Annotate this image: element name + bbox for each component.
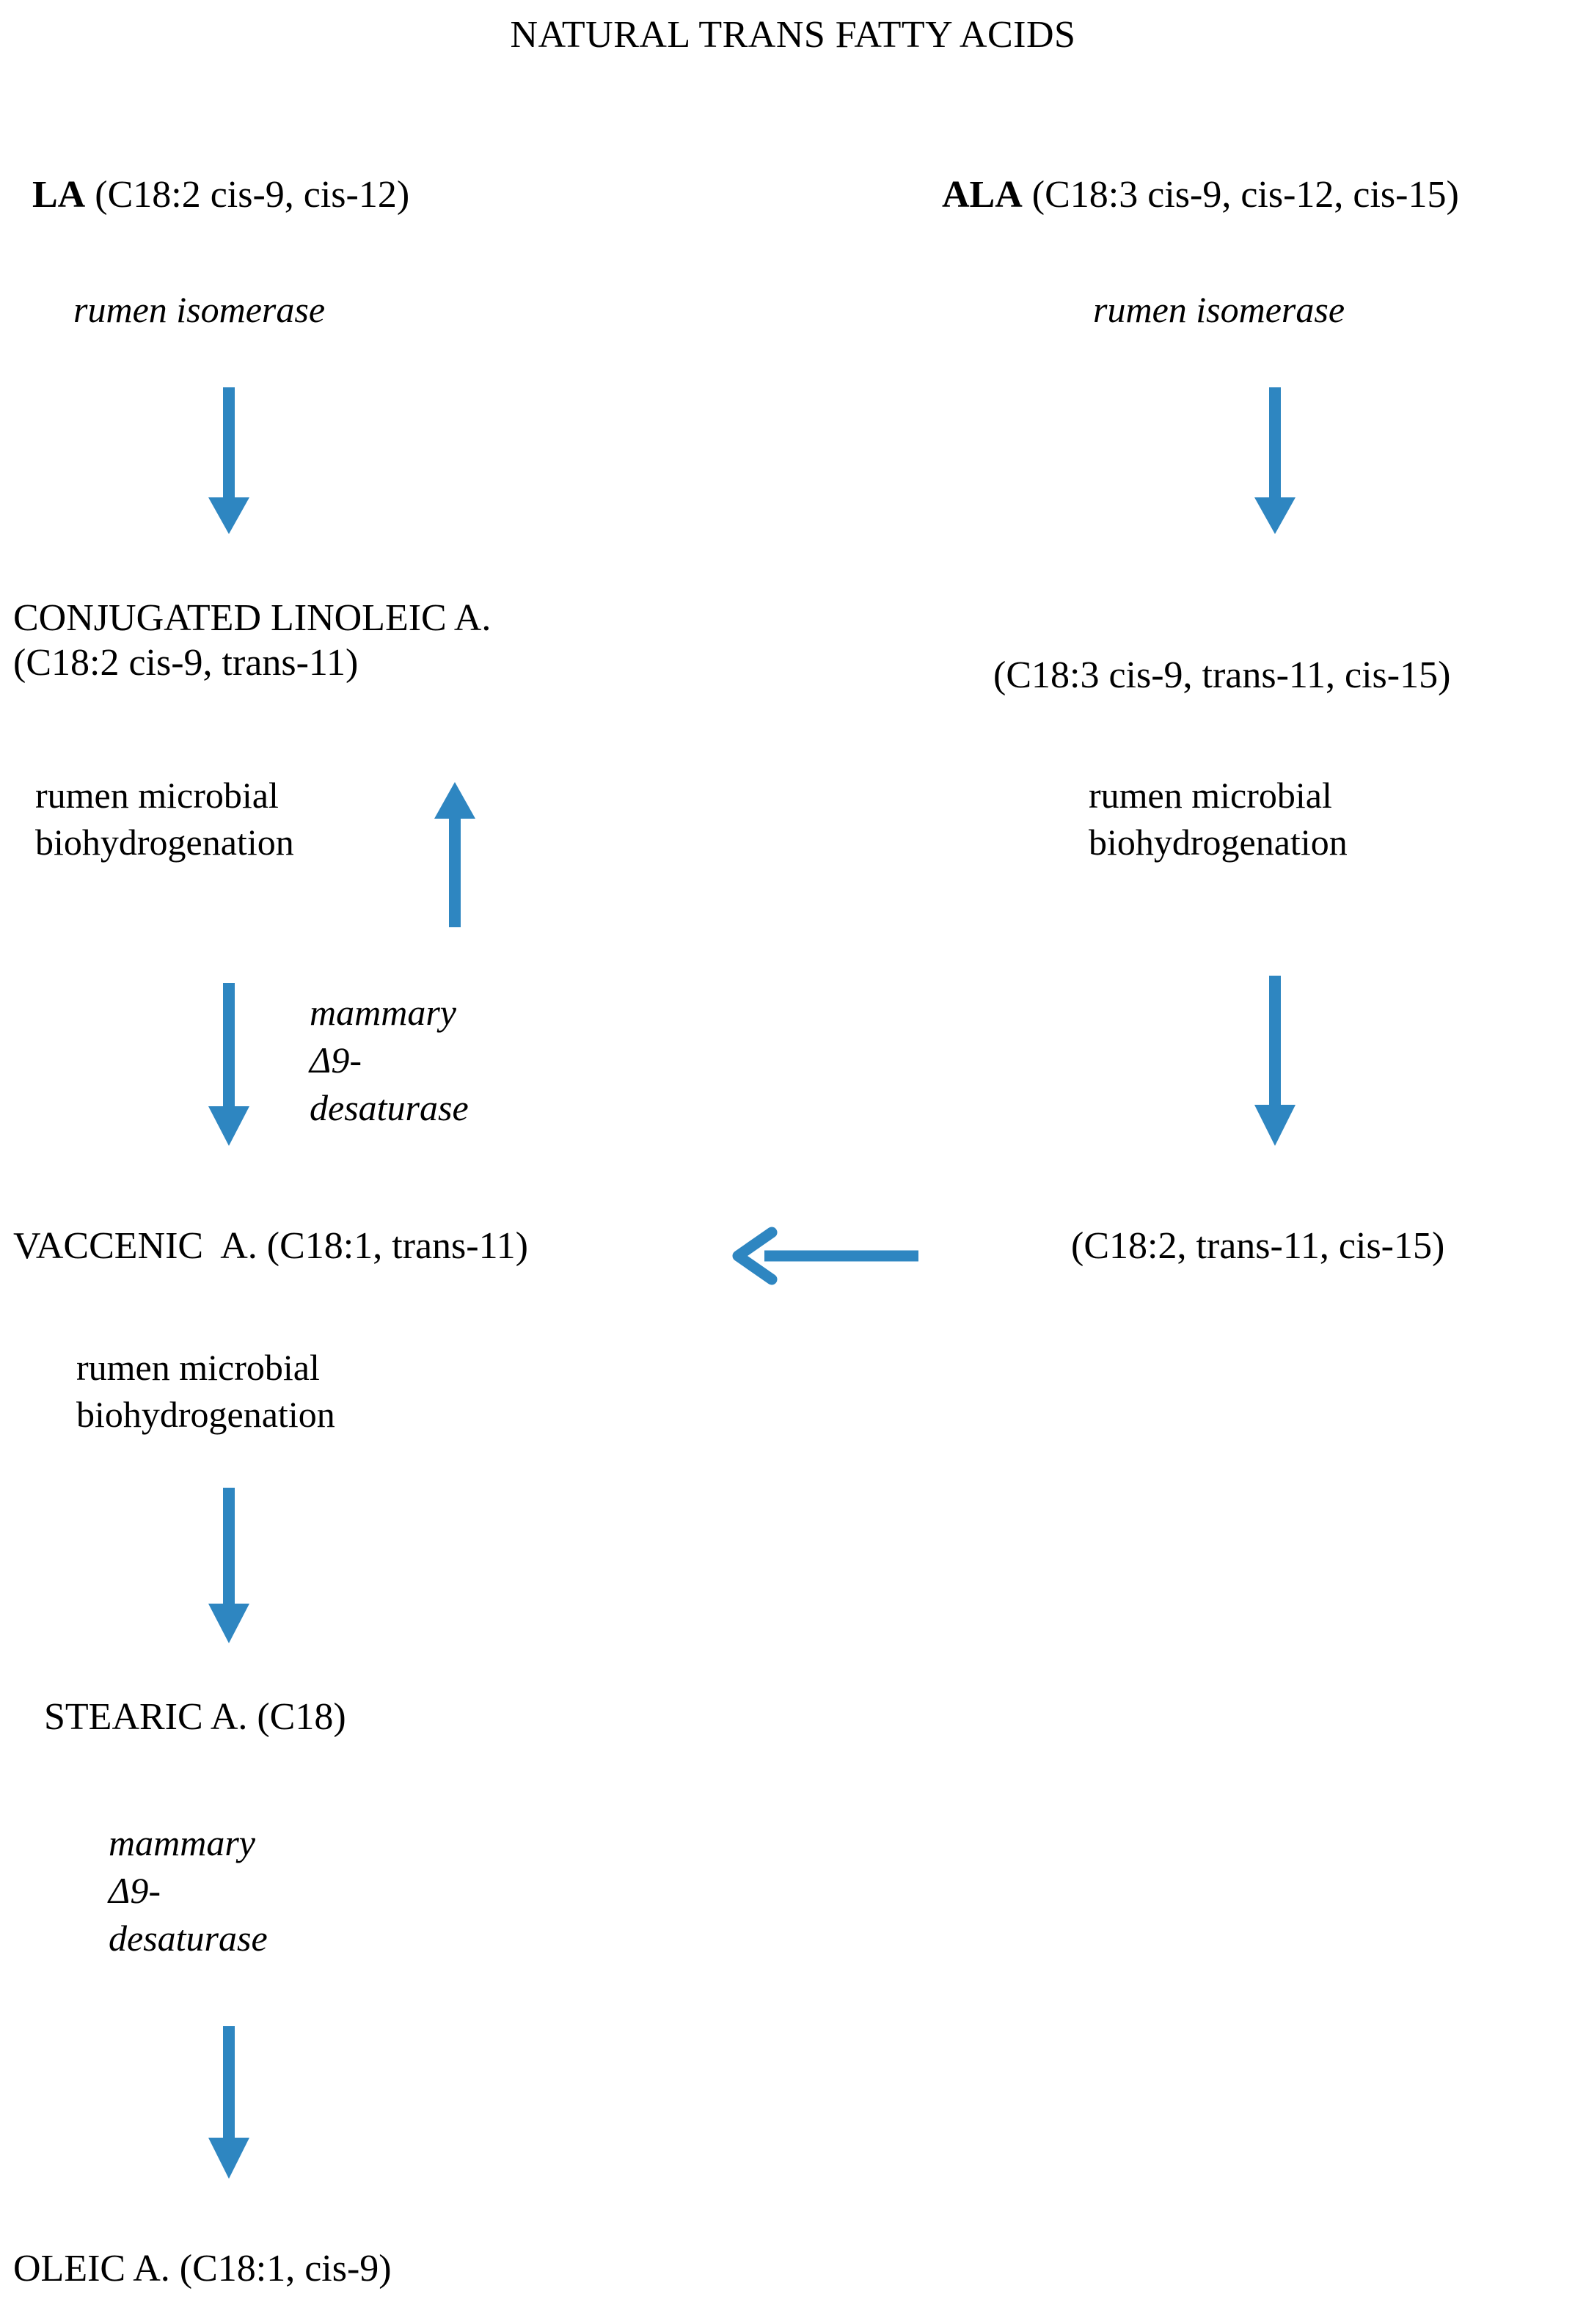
arrow-ala-to-c183: [1238, 387, 1312, 541]
enzyme-md2-line1: mammary: [109, 1822, 255, 1863]
enzyme-md2-line2: Δ9-: [109, 1870, 161, 1911]
arrow-c182-to-va: [726, 1227, 924, 1285]
enzyme-md2-line3: desaturase: [109, 1918, 268, 1959]
node-ala-abbrev: ALA: [942, 174, 1023, 216]
enzyme-right-rumen-isomerase: rumen isomerase: [1093, 289, 1345, 330]
process-right-bh-line2: biohydrogenation: [1089, 822, 1348, 863]
node-ala-detail: (C18:3 cis-9, cis-12, cis-15): [1022, 174, 1459, 216]
enzyme-md1-line3: desaturase: [310, 1087, 469, 1128]
node-oleic-acid: OLEIC A. (C18:1, cis-9): [13, 2248, 392, 2290]
node-c182-trans11-cis15: (C18:2, trans-11, cis-15): [1071, 1225, 1445, 1267]
enzyme-left-rumen-isomerase: rumen isomerase: [73, 289, 326, 330]
process-left-bh2-line1: rumen microbial: [76, 1347, 320, 1388]
process-left-bh2-line2: biohydrogenation: [76, 1394, 335, 1435]
node-la-abbrev: LA: [32, 174, 86, 216]
node-ala: ALA (C18:3 cis-9, cis-12, cis-15): [942, 172, 1459, 217]
process-right-biohydrogenation: rumen microbial biohydrogenation: [1089, 772, 1348, 866]
node-cla-line1: CONJUGATED LINOLEIC A.: [13, 597, 491, 639]
arrow-va-to-cla: [418, 776, 491, 930]
node-la-detail: (C18:2 cis-9, cis-12): [85, 174, 410, 216]
process-left-bh1-line1: rumen microbial: [35, 775, 279, 816]
arrow-cla-to-va: [192, 983, 266, 1152]
process-left-biohydrogenation-1: rumen microbial biohydrogenation: [35, 772, 294, 866]
process-left-bh1-line2: biohydrogenation: [35, 822, 294, 863]
node-conjugated-linoleic-acid: CONJUGATED LINOLEIC A.(C18:2 cis-9, tran…: [13, 596, 491, 686]
process-right-bh-line1: rumen microbial: [1089, 775, 1332, 816]
node-la: LA (C18:2 cis-9, cis-12): [32, 172, 409, 217]
enzyme-md1-line1: mammary: [310, 992, 456, 1033]
arrow-va-to-stearic: [192, 1488, 266, 1649]
node-cla-line2: (C18:2 cis-9, trans-11): [13, 642, 359, 684]
arrow-stearic-to-oleic: [192, 2026, 266, 2188]
node-c183-cis9-trans11-cis15: (C18:3 cis-9, trans-11, cis-15): [993, 654, 1451, 696]
arrow-la-to-cla: [192, 387, 266, 541]
page-title: NATURAL TRANS FATTY ACIDS: [510, 14, 1076, 56]
node-stearic-acid: STEARIC A. (C18): [44, 1696, 346, 1738]
enzyme-md1-line2: Δ9-: [310, 1039, 362, 1081]
node-vaccenic-acid: VACCENIC A. (C18:1, trans-11): [13, 1225, 528, 1267]
arrow-c183-to-c182: [1238, 976, 1312, 1152]
process-left-biohydrogenation-2: rumen microbial biohydrogenation: [76, 1344, 335, 1438]
